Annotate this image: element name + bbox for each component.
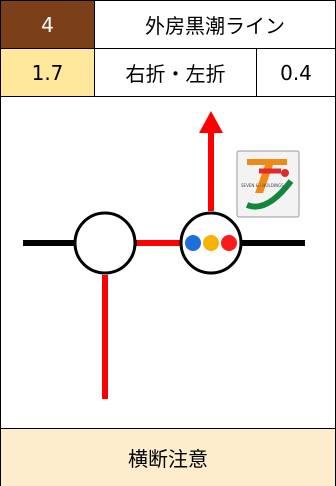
signal-blue-light	[185, 235, 201, 251]
offset-value: 0.4	[280, 60, 312, 85]
signal-red-light	[221, 235, 237, 251]
caution-note: 横断注意	[1, 428, 335, 486]
turn-instruction: 右折・左折	[95, 49, 257, 96]
traffic-light-icon	[185, 235, 237, 251]
arrow-up-icon	[199, 111, 223, 133]
logo-text: SEVEN & i HOLDINGS	[241, 183, 284, 188]
intersection-diagram: SEVEN & i HOLDINGS	[1, 97, 335, 427]
route-path	[102, 111, 223, 399]
info-row: 1.7 右折・左折 0.4	[1, 49, 335, 97]
road-name: 外房黒潮ライン	[145, 14, 285, 38]
intersection-svg: SEVEN & i HOLDINGS	[23, 111, 305, 399]
intersection-left-circle	[73, 211, 137, 275]
signal-yellow-light	[203, 235, 219, 251]
header-row: 4 外房黒潮ライン	[1, 1, 335, 49]
seven-and-i-holdings-logo: SEVEN & i HOLDINGS	[236, 150, 300, 218]
distance-value: 1.7	[1, 49, 95, 96]
waypoint-number: 4	[1, 1, 95, 48]
